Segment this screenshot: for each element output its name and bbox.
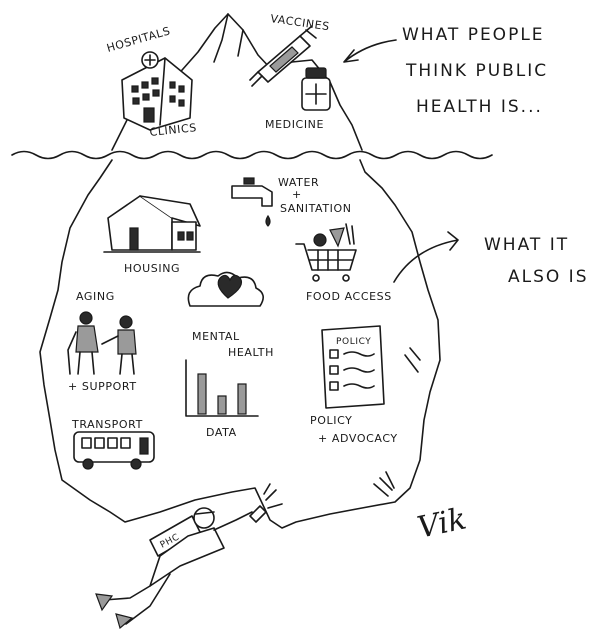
water-tap-icon: [231, 177, 273, 227]
label-transport: TRANSPORT: [71, 418, 143, 431]
callout-top-line3: HEALTH IS...: [416, 97, 543, 117]
policy-document-icon: [321, 325, 385, 409]
bar-chart-icon: [185, 359, 259, 417]
two-people-icon: [67, 311, 137, 375]
diver-icon: [95, 483, 283, 629]
medicine-bottle-icon: [301, 67, 331, 111]
label-hospitals: HOSPITALS: [105, 24, 172, 55]
label-sanitation: SANITATION: [280, 202, 352, 215]
callout-bottom-line2: ALSO IS: [508, 267, 588, 287]
iceberg-body: [39, 159, 441, 529]
label-medicine: MEDICINE: [265, 118, 324, 131]
label-support: + SUPPORT: [68, 380, 137, 393]
label-policy-doc: POLICY: [336, 337, 371, 347]
arrow-top: [343, 39, 397, 63]
vaccine-syringe-icon: [249, 25, 317, 87]
arrow-bottom: [393, 231, 459, 283]
hospital-icon: [121, 51, 193, 131]
label-health: HEALTH: [228, 346, 274, 359]
signature: Vik: [414, 501, 469, 545]
label-water: WATER: [278, 176, 319, 189]
shopping-cart-icon: [295, 223, 357, 282]
label-aging: AGING: [76, 290, 115, 303]
label-policy: POLICY: [310, 414, 352, 427]
callout-top-line2: THINK PUBLIC: [405, 61, 548, 81]
label-mental: MENTAL: [192, 330, 240, 343]
mental-health-heart-icon: [187, 271, 264, 307]
label-clinics: CLINICS: [149, 121, 197, 139]
water-line: [11, 150, 493, 160]
bus-icon: [73, 431, 155, 470]
label-food-access: FOOD ACCESS: [306, 290, 392, 303]
callout-bottom-line1: WHAT IT: [484, 235, 569, 255]
label-water-plus: +: [292, 188, 302, 201]
label-data: DATA: [206, 426, 237, 439]
callout-top-line1: WHAT PEOPLE: [402, 25, 545, 45]
label-housing: HOUSING: [124, 262, 180, 275]
label-vaccines: VACCINES: [270, 12, 331, 33]
label-advocacy: + ADVOCACY: [318, 432, 398, 445]
house-icon: [103, 195, 201, 253]
